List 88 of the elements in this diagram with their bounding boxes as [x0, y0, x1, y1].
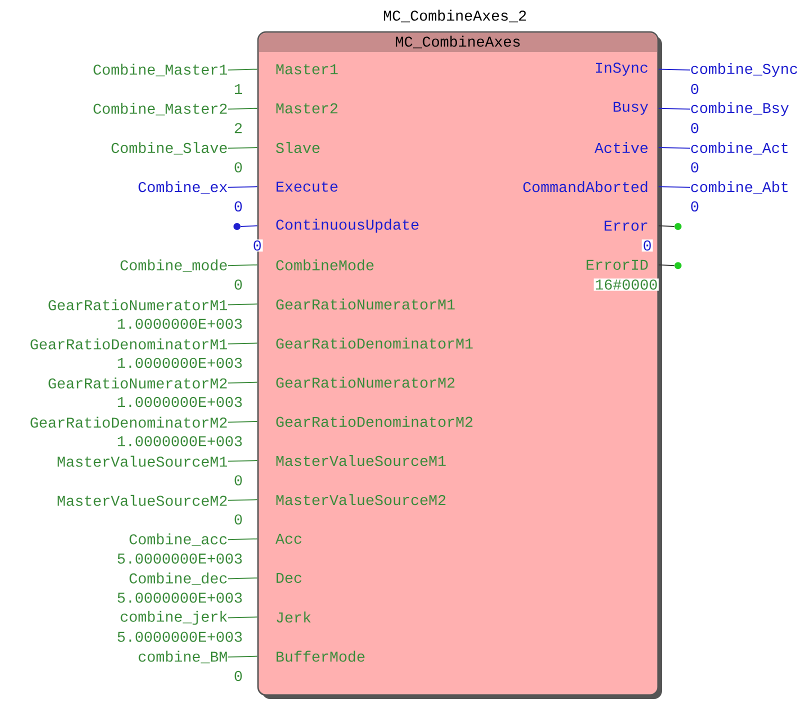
value-label: 0	[691, 123, 698, 134]
pin-label: CommandAborted	[523, 181, 648, 192]
pin-label: Active	[594, 142, 648, 154]
wire	[228, 264, 258, 266]
variable-label: combine_Bsy	[691, 102, 789, 116]
wire	[228, 147, 258, 149]
pin-label: Busy	[614, 102, 648, 115]
value-label: 0	[691, 201, 698, 212]
wire	[240, 225, 258, 227]
wire	[228, 186, 258, 188]
pin-label: Dec	[276, 572, 302, 583]
pin-label: GearRatioDenominatorM1	[276, 338, 473, 349]
variable-label: Combine_mode	[120, 259, 227, 272]
wire	[658, 225, 675, 227]
value-label: 0	[234, 670, 242, 682]
pin-label: GearRatioNumeratorM2	[276, 376, 454, 388]
value-label: 0	[234, 514, 242, 524]
variable-label: GearRatioNumeratorM2	[48, 378, 227, 388]
value-label: 0	[234, 475, 242, 486]
value-label: 5.0000000E+003	[118, 632, 242, 642]
variable-label: combine_Act	[691, 142, 788, 155]
connection-dot	[234, 223, 240, 230]
value-label: 0	[234, 280, 242, 290]
variable-label: Combine_Master2	[94, 102, 227, 116]
value-label: 16#0000	[594, 278, 659, 291]
wire	[658, 147, 690, 149]
pin-label: GearRatioNumeratorM1	[276, 298, 455, 310]
wire	[658, 264, 675, 266]
wire	[228, 577, 258, 580]
value-label: 5.0000000E+003	[118, 592, 242, 603]
variable-label: Combine_acc	[130, 533, 227, 546]
variable-label: Combine_ex	[138, 181, 228, 194]
wire	[228, 382, 258, 384]
variable-label: MasterValueSourceM1	[58, 456, 228, 467]
value-label: 2	[234, 123, 242, 134]
variable-label: GearRatioNumeratorM1	[48, 299, 228, 310]
pin-label: Jerk	[276, 612, 311, 623]
wire	[228, 420, 258, 423]
variable-label: combine_BM	[138, 650, 227, 664]
pin-label: Error	[604, 220, 648, 231]
pin-label: BufferMode	[276, 650, 364, 662]
wire	[658, 186, 690, 188]
wire	[228, 108, 258, 110]
value-label: 0	[252, 239, 263, 252]
wire	[228, 304, 258, 306]
variable-label: GearRatioDenominatorM2	[30, 416, 227, 428]
value-label: 0	[691, 162, 698, 172]
value-label: 5.0000000E+003	[118, 554, 242, 564]
pin-label: Acc	[275, 534, 302, 544]
pin-label: ContinuousUpdate	[276, 218, 418, 233]
connection-dot	[674, 223, 682, 230]
value-label: 1	[234, 84, 242, 94]
pin-label: MasterValueSourceM2	[276, 494, 446, 506]
variable-label: MasterValueSourceM2	[58, 494, 227, 506]
wire	[228, 499, 258, 501]
value-label: 1.0000000E+003	[118, 436, 242, 446]
variable-label: combine_Sync	[691, 63, 798, 77]
value-label: 1.0000000E+003	[118, 358, 242, 368]
value-label: 1.0000000E+003	[118, 396, 242, 408]
variable-label: GearRatioDenominatorM1	[30, 338, 228, 350]
wire	[228, 342, 258, 344]
pin-label: Master2	[276, 103, 338, 114]
variable-label: combine_Abt	[691, 181, 788, 194]
value-label: 0	[691, 84, 698, 94]
variable-label: Combine_Slave	[112, 142, 227, 155]
node-label: MC_CombineAxes_2	[384, 10, 526, 22]
wire	[228, 460, 258, 462]
pin-label: MasterValueSourceM1	[276, 455, 446, 466]
value-label: 0	[234, 162, 242, 172]
variable-label: combine_jerk	[120, 610, 228, 625]
pin-label: GearRatioDenominatorM2	[276, 416, 472, 427]
pin-label: CombineMode	[276, 259, 374, 270]
pin-label: Execute	[276, 182, 338, 192]
variable-label: Combine_dec	[130, 572, 227, 585]
variable-label: Combine_Master1	[94, 64, 228, 76]
value-label: 1.0000000E+003	[118, 318, 242, 329]
wire	[658, 108, 690, 110]
wire	[228, 616, 258, 618]
pin-label: ErrorID	[586, 260, 648, 270]
wire	[228, 538, 258, 540]
pin-label: Master1	[276, 64, 338, 74]
connection-dot	[674, 262, 682, 270]
pin-label: InSync	[596, 62, 648, 76]
pin-label: Slave	[276, 142, 320, 154]
wire	[228, 68, 258, 70]
wire	[658, 68, 690, 70]
wire	[228, 656, 258, 658]
value-label: 0	[234, 201, 242, 212]
